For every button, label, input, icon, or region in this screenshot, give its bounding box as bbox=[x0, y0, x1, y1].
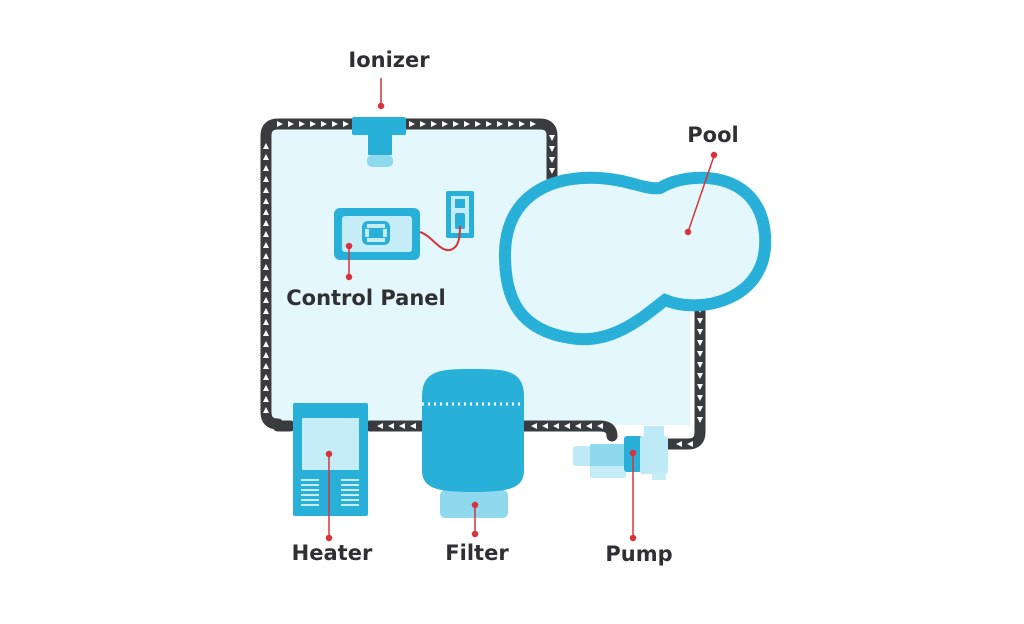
flow-arrow bbox=[697, 373, 703, 379]
flow-arrow bbox=[586, 423, 592, 429]
flow-arrow bbox=[542, 423, 548, 429]
flow-arrow bbox=[299, 121, 305, 127]
heater-vents bbox=[301, 479, 359, 506]
flow-arrow bbox=[464, 121, 470, 127]
flow-arrow bbox=[277, 121, 283, 127]
flow-arrow bbox=[343, 121, 349, 127]
flow-arrow bbox=[531, 423, 537, 429]
flow-arrow bbox=[530, 121, 536, 127]
flow-arrow bbox=[263, 330, 269, 336]
control-panel-label: Control Panel bbox=[286, 286, 446, 310]
flow-arrow bbox=[263, 286, 269, 292]
flow-arrow bbox=[431, 121, 437, 127]
filter-device bbox=[422, 369, 524, 518]
flow-arrow bbox=[321, 121, 327, 127]
ionizer-device bbox=[352, 117, 406, 167]
outlet-switch bbox=[446, 191, 474, 238]
flow-arrow bbox=[575, 423, 581, 429]
flow-arrow bbox=[697, 329, 703, 335]
flow-arrow bbox=[697, 384, 703, 390]
pointer-lines bbox=[325, 78, 718, 542]
flow-arrow bbox=[263, 308, 269, 314]
flow-arrow bbox=[263, 396, 269, 402]
pump-device bbox=[573, 426, 668, 480]
flow-arrow bbox=[263, 264, 269, 270]
heater-device bbox=[293, 403, 368, 516]
pool-shape bbox=[498, 171, 772, 346]
flow-arrow bbox=[410, 423, 416, 429]
pipe-left-top bbox=[260, 118, 558, 430]
flow-arrow bbox=[377, 423, 383, 429]
flow-arrow bbox=[549, 135, 555, 141]
flow-arrow bbox=[263, 143, 269, 149]
flow-arrow bbox=[263, 275, 269, 281]
flow-arrow bbox=[263, 407, 269, 413]
flow-arrow bbox=[263, 341, 269, 347]
flow-arrow bbox=[263, 198, 269, 204]
power-cord bbox=[419, 225, 461, 252]
flow-arrow bbox=[263, 209, 269, 215]
flow-arrow bbox=[263, 253, 269, 259]
flow-arrow bbox=[332, 121, 338, 127]
flow-arrow bbox=[263, 385, 269, 391]
flow-arrow bbox=[549, 146, 555, 152]
flow-arrow bbox=[697, 406, 703, 412]
flow-arrow bbox=[263, 154, 269, 160]
pool-label: Pool bbox=[687, 123, 738, 147]
flow-arrow bbox=[453, 121, 459, 127]
flow-arrow bbox=[310, 121, 316, 127]
flow-arrow bbox=[564, 423, 570, 429]
flow-arrow bbox=[475, 121, 481, 127]
flow-arrow bbox=[263, 363, 269, 369]
flow-arrow bbox=[263, 352, 269, 358]
flow-arrow bbox=[553, 423, 559, 429]
flow-arrow bbox=[597, 423, 603, 429]
ionizer-label: Ionizer bbox=[348, 48, 430, 72]
flow-arrow bbox=[697, 351, 703, 357]
flow-arrow bbox=[263, 374, 269, 380]
flow-arrow bbox=[549, 168, 555, 174]
heater-label: Heater bbox=[292, 541, 373, 565]
flow-arrow bbox=[388, 423, 394, 429]
flow-arrow bbox=[697, 417, 703, 423]
flow-arrow bbox=[263, 176, 269, 182]
flow-arrow bbox=[697, 340, 703, 346]
flow-arrow bbox=[508, 121, 514, 127]
filter-label: Filter bbox=[445, 541, 509, 565]
flow-arrow bbox=[697, 318, 703, 324]
flow-arrows bbox=[263, 121, 703, 447]
flow-arrow bbox=[420, 121, 426, 127]
flow-arrow bbox=[263, 165, 269, 171]
flow-arrow bbox=[263, 319, 269, 325]
flow-arrow bbox=[676, 441, 682, 447]
flow-arrow bbox=[263, 297, 269, 303]
flow-arrow bbox=[399, 423, 405, 429]
control-panel-dial-icon bbox=[362, 221, 390, 245]
flow-arrow bbox=[288, 121, 294, 127]
flow-arrow bbox=[409, 121, 415, 127]
flow-arrow bbox=[687, 441, 693, 447]
flow-arrow bbox=[697, 362, 703, 368]
control-panel-device bbox=[334, 208, 420, 260]
system-area bbox=[272, 124, 690, 425]
flow-arrow bbox=[263, 187, 269, 193]
flow-arrow bbox=[263, 242, 269, 248]
flow-arrow bbox=[497, 121, 503, 127]
pump-label: Pump bbox=[605, 542, 672, 566]
flow-arrow bbox=[519, 121, 525, 127]
flow-arrow bbox=[486, 121, 492, 127]
flow-arrow bbox=[263, 231, 269, 237]
flow-arrow bbox=[697, 395, 703, 401]
flow-arrow bbox=[442, 121, 448, 127]
flow-arrow bbox=[549, 157, 555, 163]
flow-arrow bbox=[263, 220, 269, 226]
